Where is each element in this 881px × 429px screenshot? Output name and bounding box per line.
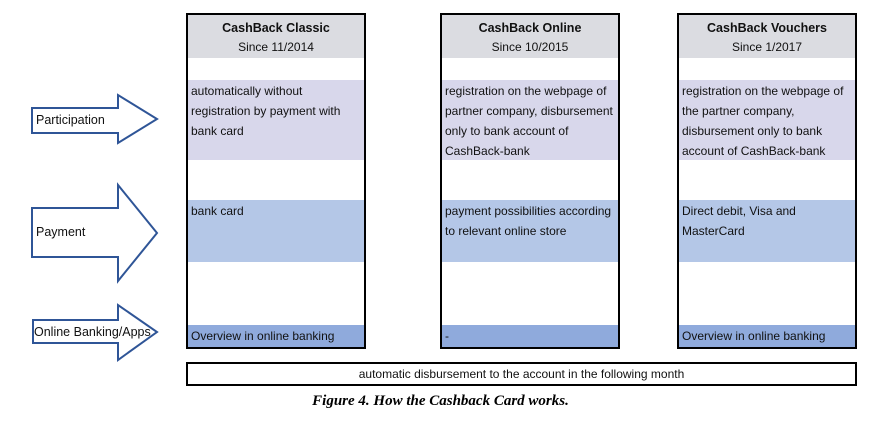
column-header: CashBack Classic Since 11/2014: [188, 15, 364, 58]
participation-cell: registration on the webpage of the partn…: [679, 80, 855, 160]
participation-cell: registration on the webpage of partner c…: [442, 80, 618, 160]
column-cashback-classic: CashBack Classic Since 11/2014 automatic…: [186, 13, 366, 349]
payment-cell: Direct debit, Visa and MasterCard: [679, 200, 855, 262]
payment-cell: bank card: [188, 200, 364, 262]
column-cashback-online: CashBack Online Since 10/2015 registrati…: [440, 13, 620, 349]
column-since-label: Since 10/2015: [491, 40, 569, 54]
footer-bar: automatic disbursement to the account in…: [186, 362, 857, 386]
column-since-label: Since 1/2017: [731, 40, 803, 54]
online-banking-cell: Overview in online banking: [188, 325, 364, 347]
payment-arrow: [31, 182, 159, 284]
participation-arrow: [31, 93, 159, 145]
online-banking-cell: Overview in online banking: [679, 325, 855, 347]
payment-cell: payment possibilities according to relev…: [442, 200, 618, 262]
column-title: CashBack Classic: [222, 21, 330, 35]
figure-caption: Figure 4. How the Cashback Card works.: [312, 393, 569, 409]
column-cashback-vouchers: CashBack Vouchers Since 1/2017 registrat…: [677, 13, 857, 349]
column-header: CashBack Online Since 10/2015: [442, 15, 618, 58]
online-banking-arrow: [32, 303, 159, 362]
column-since-label: Since 11/2014: [238, 40, 314, 54]
column-title: CashBack Online: [478, 21, 582, 35]
participation-cell: automatically without registration by pa…: [188, 80, 364, 160]
payment-row-label: Payment: [36, 225, 86, 239]
column-title: CashBack Vouchers: [707, 21, 827, 35]
participation-row-label: Participation: [36, 113, 105, 127]
online-banking-row-label: Online Banking/Apps: [34, 325, 151, 339]
column-header: CashBack Vouchers Since 1/2017: [679, 15, 855, 58]
online-banking-cell: -: [442, 325, 618, 347]
